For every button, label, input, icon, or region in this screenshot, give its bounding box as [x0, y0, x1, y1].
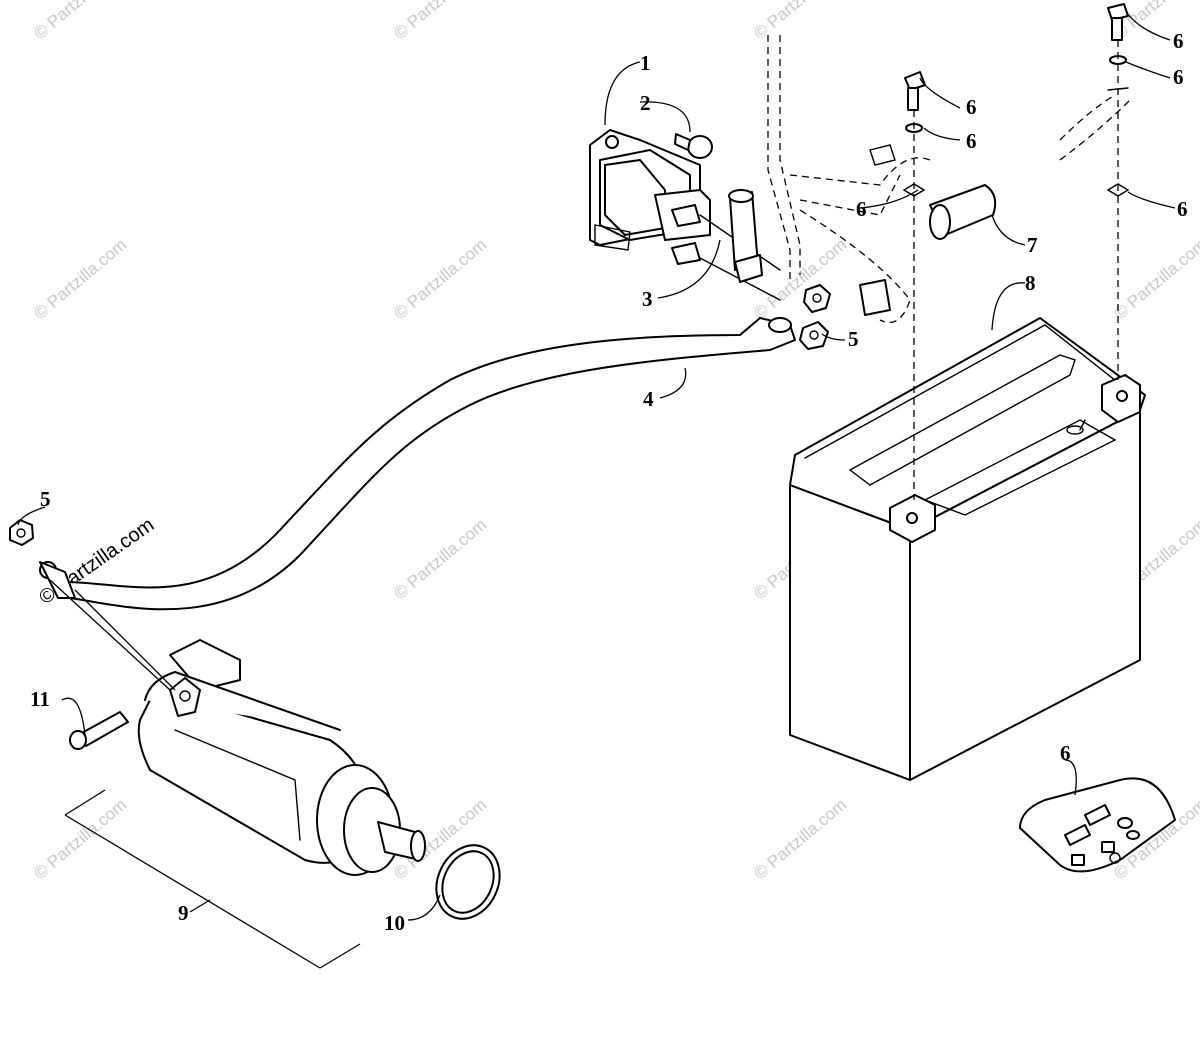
terminal-cover — [728, 189, 763, 283]
terminal-hardware-right — [1106, 3, 1130, 380]
callout-11: 11 — [30, 687, 50, 711]
watermark-text: © Partzilla.com — [1110, 235, 1200, 323]
hardware-kit — [1019, 777, 1176, 873]
nut-left — [9, 519, 34, 546]
callout-6: 6 — [856, 197, 867, 221]
watermark-text: © Partzilla.com — [750, 235, 850, 323]
callout-5-left: 5 — [40, 487, 51, 511]
terminal-boot — [929, 184, 997, 240]
watermark-text: © Partzilla.com — [30, 235, 130, 323]
callout-6: 6 — [1173, 29, 1184, 53]
solenoid-screw — [674, 133, 713, 159]
callout-6: 6 — [1060, 741, 1071, 765]
nut-upper — [803, 284, 831, 313]
watermark-text: © Partzilla.com — [390, 515, 490, 603]
callout-8: 8 — [1025, 271, 1036, 295]
o-ring — [435, 844, 501, 920]
callout-6: 6 — [966, 95, 977, 119]
battery — [789, 317, 1146, 781]
watermark-text: © Partzilla.com — [30, 795, 130, 883]
callout-6: 6 — [966, 129, 977, 153]
battery-cable — [39, 317, 796, 611]
terminal-hardware-left — [902, 71, 926, 500]
leader-lines — [17, 13, 1176, 969]
callout-5-right: 5 — [848, 327, 859, 351]
watermark-text: © Partzilla.com — [390, 0, 490, 43]
callout-7: 7 — [1027, 233, 1038, 257]
callout-labels: 1 2 3 4 5 5 6 6 6 6 6 6 6 7 8 9 10 11 — [30, 29, 1188, 935]
starter-bolt — [69, 711, 129, 750]
callout-6: 6 — [1173, 65, 1184, 89]
watermark-text: © Partzilla.com — [750, 0, 850, 43]
watermark-text: © Partzilla.com — [750, 795, 850, 883]
callout-10: 10 — [384, 911, 405, 935]
callout-6: 6 — [1177, 197, 1188, 221]
watermark-text: © Partzilla.com — [30, 0, 130, 43]
watermark-text: © Partzilla.com — [390, 235, 490, 323]
callout-1: 1 — [640, 51, 651, 75]
starter-solenoid — [589, 129, 781, 301]
callout-9: 9 — [178, 901, 189, 925]
callout-3: 3 — [642, 287, 653, 311]
nut-lower — [799, 321, 829, 350]
starter-motor — [137, 639, 426, 876]
callout-4: 4 — [643, 387, 654, 411]
phantom-cable — [767, 35, 1131, 324]
callout-2: 2 — [640, 91, 651, 115]
